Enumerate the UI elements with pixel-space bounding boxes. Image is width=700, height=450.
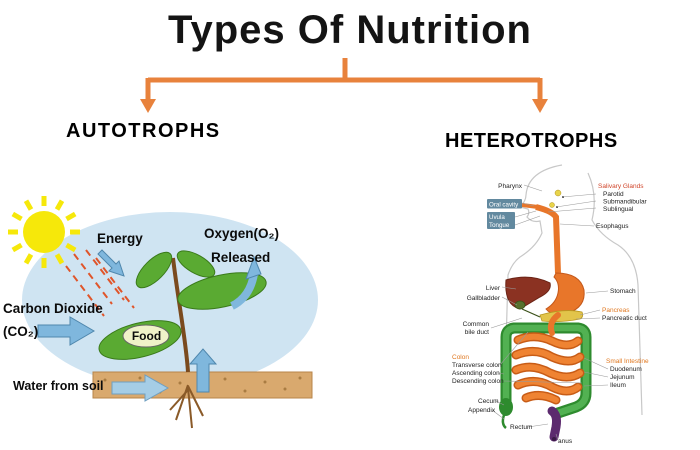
label-colon: Colon (452, 354, 469, 361)
cecum-organ (499, 398, 513, 416)
label-tongue: Tongue (489, 222, 510, 229)
label-uvula: Uvula (489, 214, 505, 221)
label-ileum: Ileum (610, 382, 626, 389)
liver-organ (505, 276, 551, 310)
duodenum-organ (547, 312, 561, 336)
water-from-soil-label: Water from soil (13, 379, 104, 393)
label-transverse-colon: Transverse colon (452, 362, 502, 369)
label-pointer-lines (490, 184, 609, 441)
sky-ellipse (22, 212, 318, 388)
esophagus-organ (521, 203, 561, 274)
leaf-upper-right (176, 250, 216, 278)
label-parotid: Parotid (603, 191, 624, 198)
plant-stem (171, 257, 190, 373)
heterotrophs-heading: HETEROTROPHS (445, 130, 618, 152)
flow-arrows (37, 249, 218, 402)
label-esophagus: Esophagus (596, 223, 629, 230)
label-jejunum: Jejunum (610, 374, 635, 381)
stem-up-arrow-icon (188, 348, 218, 393)
label-submandibular: Submandibular (603, 199, 648, 206)
small-intestine-organ (511, 312, 585, 405)
co2-label: (CO₂) (3, 324, 39, 339)
leaf-upper-left (135, 251, 173, 289)
released-label: Released (211, 250, 271, 265)
pancreas-organ (539, 310, 584, 323)
stomach-organ (545, 272, 585, 315)
label-liver: Liver (486, 285, 501, 292)
label-pharynx: Pharynx (498, 183, 523, 190)
food-label: Food (131, 329, 162, 343)
bile-duct (521, 308, 541, 318)
label-small-intestine: Small Intestine (606, 358, 649, 365)
label-anus: anus (558, 438, 573, 445)
label-pancreas: Pancreas (602, 307, 630, 314)
anus-organ (552, 437, 556, 441)
uvula-tongue-label-bg (487, 212, 515, 229)
arrowhead-right-icon (532, 99, 548, 113)
autotrophs-heading: AUTOTROPHS (66, 120, 221, 142)
oxygen-arrow-icon (230, 255, 262, 310)
food-oval (122, 324, 170, 348)
label-sublingual: Sublingual (603, 206, 634, 213)
label-stomach: Stomach (610, 288, 636, 295)
energy-label: Energy (97, 231, 143, 246)
label-duodenum: Duodenum (610, 366, 642, 373)
co2-arrow-icon (37, 316, 95, 346)
colon-organ (500, 322, 592, 419)
gallbladder-organ (514, 300, 526, 310)
label-common: Common (463, 321, 490, 328)
oral-cavity-label-bg (487, 199, 522, 209)
appendix-organ (501, 414, 507, 429)
digestive-system-scene: Pharynx Oral cavity Uvula Tongue Liver G… (452, 164, 649, 445)
oxygen-label: Oxygen(O₂) (204, 226, 280, 241)
label-bile-duct: bile duct (465, 329, 489, 336)
plant-roots (169, 384, 204, 429)
label-cecum: Cecum (478, 398, 499, 405)
label-pancreatic-duct: Pancreatic duct (602, 315, 647, 322)
water-arrow-icon (111, 374, 170, 402)
page-title: Types Of Nutrition (168, 8, 532, 52)
photosynthesis-scene (8, 196, 318, 429)
carbon-dioxide-label: Carbon Dioxide (3, 301, 103, 316)
sun-icon (8, 196, 80, 268)
label-rectum: Rectum (510, 424, 532, 431)
label-oral-cavity: Oral cavity (489, 202, 519, 209)
sunlight-rays (65, 249, 135, 317)
arrowhead-left-icon (140, 99, 156, 113)
branch-arrows (140, 58, 548, 113)
label-gallbladder: Gallbladder (467, 295, 501, 302)
label-ascending-colon: Ascending colon (452, 370, 500, 377)
label-descending-colon: Descending colon (452, 378, 504, 385)
body-outline (503, 164, 643, 416)
energy-arrow-icon (97, 249, 125, 277)
rectum-organ (547, 406, 561, 442)
label-appendix: Appendix (468, 407, 496, 414)
label-salivary-glands: Salivary Glands (598, 183, 644, 190)
